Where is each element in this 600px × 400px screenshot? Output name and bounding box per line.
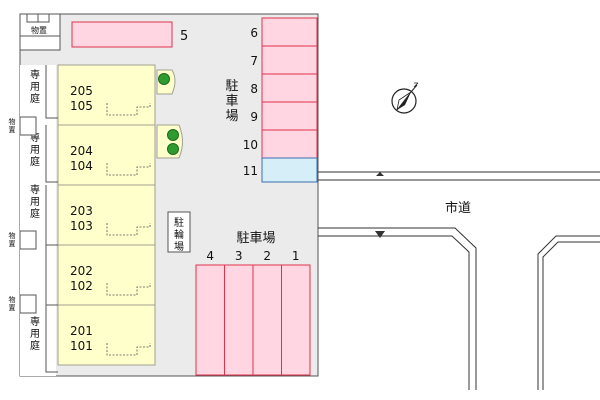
parking-space-label: 10 (243, 138, 258, 152)
unit-number-lower: 103 (70, 219, 93, 233)
storage-label: 置 (9, 240, 16, 248)
north-arrow-icon (391, 82, 419, 114)
entry-arrow-upper (376, 172, 384, 176)
storage-label: 物 (9, 295, 16, 304)
unit-number-upper: 205 (70, 84, 93, 98)
storage-shed (19, 294, 37, 314)
tree-icon (158, 73, 170, 85)
garden-label: 用 (30, 145, 40, 156)
garden-label: 用 (30, 197, 40, 208)
unit-number-lower: 104 (70, 159, 93, 173)
parking-space-label: 11 (243, 164, 258, 178)
parking-space-2: 2 (252, 249, 282, 376)
storage-shed-top: 物置 (19, 13, 61, 51)
garden-label: 専 (30, 184, 40, 196)
parking-space-9: 9 (250, 101, 318, 131)
garden-label: 専 (30, 316, 40, 328)
garden-label: 用 (30, 329, 40, 340)
parking-space-label: 6 (250, 26, 258, 40)
garden-label: 庭 (30, 92, 40, 105)
road-lines (318, 171, 600, 390)
garden-border (45, 65, 58, 119)
storage-label: 物 (9, 231, 16, 240)
parking-space-label: 9 (250, 110, 258, 124)
garden-label: 庭 (30, 207, 40, 220)
parking-space-4: 4 (195, 249, 225, 376)
garden-label: 用 (30, 82, 40, 93)
unit-number-upper: 202 (70, 264, 93, 278)
parking-space-label: 1 (292, 249, 300, 263)
parking-space-5-label: 5 (180, 29, 188, 44)
garden-label: 庭 (30, 339, 40, 352)
unit-number-lower: 101 (70, 339, 93, 353)
storage-shed (19, 116, 37, 136)
parking-space-1: 1 (281, 249, 311, 376)
parking-space-10: 10 (243, 129, 318, 159)
parking-space-label: 3 (235, 249, 243, 263)
storage-label: 置 (9, 126, 16, 134)
parking-space-5: 5 (71, 21, 188, 48)
garden-label: 専 (30, 132, 40, 144)
parking-label-horizontal: 駐車場 (236, 231, 275, 246)
parking-space-7: 7 (250, 45, 318, 75)
storage-label: 物 (9, 117, 16, 126)
entry-arrow-lower (375, 231, 385, 238)
unit-number-lower: 102 (70, 279, 93, 293)
unit-number-lower: 105 (70, 99, 93, 113)
garden-label: 庭 (30, 155, 40, 168)
parking-space-3: 3 (224, 249, 254, 376)
storage-shed (19, 230, 37, 250)
parking-space-label: 4 (206, 249, 214, 263)
garden-label: 専 (30, 69, 40, 81)
parking-space-label: 2 (263, 249, 271, 263)
tree-group-top (156, 69, 176, 95)
parking-space-label: 7 (250, 54, 258, 68)
parking-label-vertical: 駐車場 (225, 79, 238, 124)
unit-number-upper: 203 (70, 204, 93, 218)
bicycle-parking-label: 駐輪場 (174, 216, 184, 253)
tree-icon (167, 129, 179, 141)
parking-space-11: 11 (243, 157, 318, 183)
tree-group-middle (156, 124, 183, 159)
tree-icon (167, 143, 179, 155)
storage-label: 物置 (31, 25, 47, 35)
parking-space-label: 8 (250, 82, 258, 96)
unit-number-upper: 204 (70, 144, 93, 158)
garden-border (45, 305, 58, 373)
bicycle-parking: 駐輪場 (167, 211, 191, 253)
road-label: 市道 (445, 200, 471, 216)
unit-number-upper: 201 (70, 324, 93, 338)
storage-label: 置 (9, 304, 16, 312)
garden-border (45, 125, 58, 183)
